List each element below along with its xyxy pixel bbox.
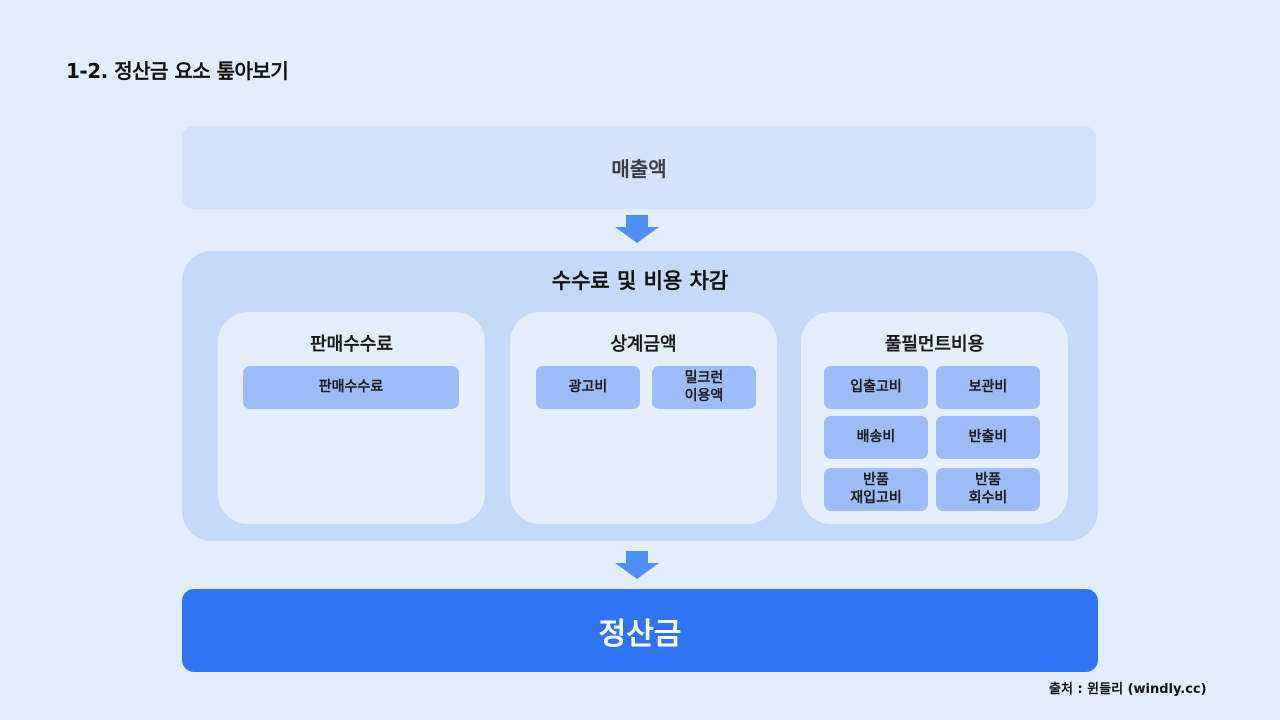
cost-item-chip: 반출비 xyxy=(936,416,1040,459)
cost-item-label: 배송비 xyxy=(856,428,896,445)
cost-item-chip: 반품 회수비 xyxy=(936,468,1040,511)
cost-item-label: 반품 재입고비 xyxy=(850,472,902,506)
settlement-box: 정산금 xyxy=(182,589,1098,672)
card-title: 상계금액 xyxy=(610,334,677,355)
cost-item-label: 보관비 xyxy=(968,378,1008,395)
cost-item-label: 반품 회수비 xyxy=(968,472,1008,506)
fulfillment-cost-card: 풀필먼트비용 입출고비 보관비 배송비 반출비 반품 재입고비 반품 회수비 xyxy=(801,312,1068,524)
cost-item-chip: 배송비 xyxy=(824,416,928,459)
cost-item-label: 반출비 xyxy=(968,428,1008,445)
page-title: 1-2. 정산금 요소 톺아보기 xyxy=(66,59,289,83)
offset-amount-card: 상계금액 광고비 밀크런 이용액 xyxy=(510,312,777,524)
cost-item-label: 입출고비 xyxy=(850,378,902,395)
cost-item-chip: 광고비 xyxy=(536,366,640,409)
cost-item-label: 밀크런 이용액 xyxy=(684,370,724,404)
settlement-label: 정산금 xyxy=(598,616,682,652)
cost-item-chip: 판매수수료 xyxy=(243,366,459,409)
card-title: 풀필먼트비용 xyxy=(884,334,985,355)
cost-item-chip: 반품 재입고비 xyxy=(824,468,928,511)
down-arrow-icon xyxy=(615,215,659,243)
cost-item-chip: 보관비 xyxy=(936,366,1040,409)
deduction-title: 수수료 및 비용 차감 xyxy=(551,269,729,293)
cost-item-chip: 밀크런 이용액 xyxy=(652,366,756,409)
revenue-box: 매출액 xyxy=(182,126,1096,209)
cost-item-label: 광고비 xyxy=(568,378,608,395)
cost-item-label: 판매수수료 xyxy=(318,378,384,395)
cost-item-chip: 입출고비 xyxy=(824,366,928,409)
revenue-label: 매출액 xyxy=(611,157,667,181)
deduction-box: 수수료 및 비용 차감 판매수수료 판매수수료 상계금액 광고비 밀크런 이용액… xyxy=(182,251,1098,541)
down-arrow-icon xyxy=(615,551,659,579)
card-title: 판매수수료 xyxy=(310,334,393,355)
source-caption: 출처 : 윈들리 (windly.cc) xyxy=(1049,682,1207,697)
sales-commission-card: 판매수수료 판매수수료 xyxy=(218,312,485,524)
